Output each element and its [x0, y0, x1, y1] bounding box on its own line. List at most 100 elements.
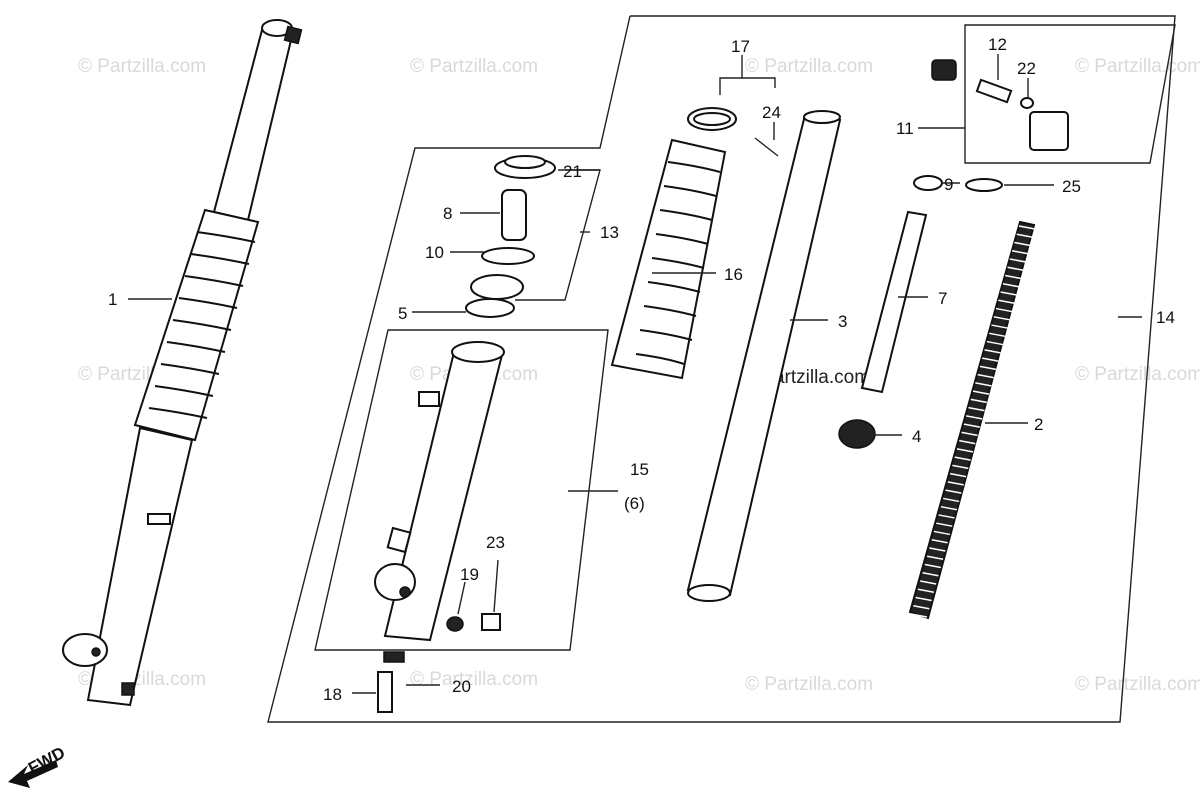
spring-coil [984, 349, 1001, 354]
part-24-screw [754, 137, 779, 157]
spring-coil [1011, 250, 1029, 255]
sub-box-15 [314, 329, 609, 651]
watermark: © Partzilla.com [745, 674, 873, 695]
callout-15: 15 [630, 460, 649, 479]
kit-boundary [267, 15, 1176, 723]
watermark: © Partzilla.com [410, 56, 538, 77]
watermark: © Partzilla.com [410, 669, 538, 690]
spring-coil [949, 472, 967, 478]
spring-coil [931, 538, 948, 544]
part-25-oring [965, 178, 1003, 192]
callout-2: 2 [1034, 415, 1043, 434]
spring-coil [972, 390, 990, 395]
callout-11: 11 [896, 119, 914, 138]
spring-coil [1002, 283, 1020, 288]
callout-14: 14 [1156, 308, 1175, 327]
part-13-oil-seal [470, 274, 524, 300]
callout-12: 12 [988, 35, 1007, 54]
callout-18: 18 [323, 685, 342, 704]
part-9-collar [913, 175, 943, 191]
spring-coil [982, 357, 999, 362]
spring-coil [938, 514, 955, 519]
spring-coil [913, 605, 930, 610]
spring-coil [993, 316, 1010, 321]
callout-22: 22 [1017, 59, 1036, 78]
watermark: © Partzilla.com [745, 56, 873, 77]
callout-13: 13 [600, 223, 619, 242]
spring-coil [998, 299, 1015, 305]
fwd-arrow: FWD [8, 743, 68, 788]
spring-coil [991, 324, 1008, 329]
spring-coil [933, 530, 951, 536]
callout-24: 24 [762, 103, 781, 122]
spring-coil [922, 571, 939, 577]
spring-coil [910, 613, 928, 618]
part-11-kit [931, 59, 1069, 151]
drain-bolt [121, 682, 135, 696]
callout-4: 4 [912, 427, 921, 446]
spring-coil [947, 481, 964, 486]
part-12-valve [975, 78, 1013, 104]
spring-coil [1000, 291, 1017, 296]
part-23-bolt [481, 613, 501, 631]
part-17-clamp [687, 107, 779, 157]
fork-tube-upper [212, 28, 294, 222]
part-4-rebound-spring [838, 419, 876, 449]
spring-coil [970, 398, 987, 404]
part-15-slider [374, 341, 505, 642]
callout-16: 16 [724, 265, 743, 284]
spring-coil [959, 439, 976, 445]
fwd-label: FWD [25, 743, 68, 778]
spring-coil [1005, 274, 1022, 280]
callout-9: 9 [944, 175, 953, 194]
spring-coil [936, 522, 953, 527]
spring-coil [954, 456, 971, 461]
bracket-17 [719, 77, 776, 95]
spring-coil [1018, 225, 1036, 230]
callout-25: 25 [1062, 177, 1081, 196]
arrow-icon [8, 760, 58, 788]
fork-tab [147, 513, 171, 525]
spring-coil [966, 415, 983, 420]
callout-1: 1 [108, 290, 117, 309]
spring-coil [924, 563, 941, 569]
callout-10: 10 [425, 243, 444, 262]
spring-coil [915, 596, 932, 602]
callout-7: 7 [938, 289, 947, 308]
spring-coil [979, 365, 997, 371]
spring-coil [926, 555, 944, 560]
watermark: © Partzilla.com [1075, 56, 1200, 77]
part-3-fork-tube [686, 110, 842, 602]
fork-bolt [1029, 111, 1069, 151]
callout-23: 23 [486, 533, 505, 552]
callout-19: 19 [460, 565, 479, 584]
watermark: © Partzilla.com [78, 56, 206, 77]
spring-coil [1009, 258, 1026, 263]
part-18-bolt [377, 671, 393, 713]
callout-20: 20 [452, 677, 471, 696]
watermark: © Partzilla.com [1075, 674, 1200, 695]
part-19-washer [446, 616, 464, 632]
spring-coil [988, 332, 1006, 338]
callout-3: 3 [838, 312, 847, 331]
spring-coil [1007, 266, 1024, 272]
spring-coil [956, 448, 974, 453]
part-5-clip [465, 298, 515, 318]
watermark: © Partzilla.com [1075, 364, 1200, 385]
callout-8: 8 [443, 204, 452, 223]
callout-21: 21 [563, 162, 582, 181]
spring-coil [952, 464, 969, 470]
seal-kit-13 [465, 155, 556, 318]
fork-assembly-1 [62, 19, 303, 707]
part-16-boot [610, 138, 727, 380]
spring-coil [1016, 233, 1033, 238]
callout-17: 17 [731, 37, 750, 56]
small-hardware [377, 613, 501, 713]
spring-coil [945, 489, 962, 494]
spring-coil [929, 547, 946, 552]
boot-ribs [148, 231, 256, 419]
part-8-bushing [501, 189, 527, 241]
spring-coil [961, 431, 978, 437]
